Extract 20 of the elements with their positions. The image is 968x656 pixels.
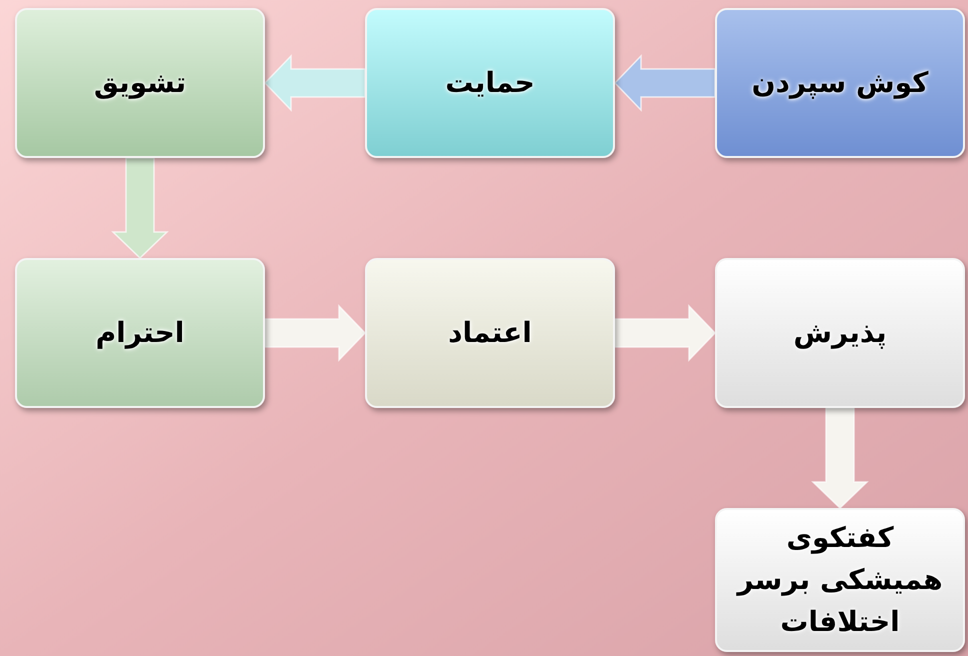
box-label: حمایت: [445, 65, 535, 101]
process-box: [15, 258, 265, 408]
block-arrow: [614, 304, 716, 362]
process-box: [715, 258, 965, 408]
block-arrow: [614, 54, 716, 112]
box-label: تشویق: [94, 65, 186, 101]
process-box: [715, 508, 965, 652]
process-box: [15, 8, 265, 158]
box-label: پذیرش: [793, 315, 887, 351]
block-arrow: [264, 54, 366, 112]
block-arrow: [111, 157, 169, 260]
process-box: [365, 8, 615, 158]
box-label: کوش سپردن: [752, 65, 928, 101]
box-label: کفتکوی همیشکی برسر اختلافات: [735, 520, 944, 640]
process-box: [365, 258, 615, 408]
block-arrow: [811, 407, 869, 510]
block-arrow: [264, 304, 366, 362]
box-label: احترام: [96, 315, 184, 351]
process-box: [715, 8, 965, 158]
box-label: اعتماد: [448, 315, 532, 351]
